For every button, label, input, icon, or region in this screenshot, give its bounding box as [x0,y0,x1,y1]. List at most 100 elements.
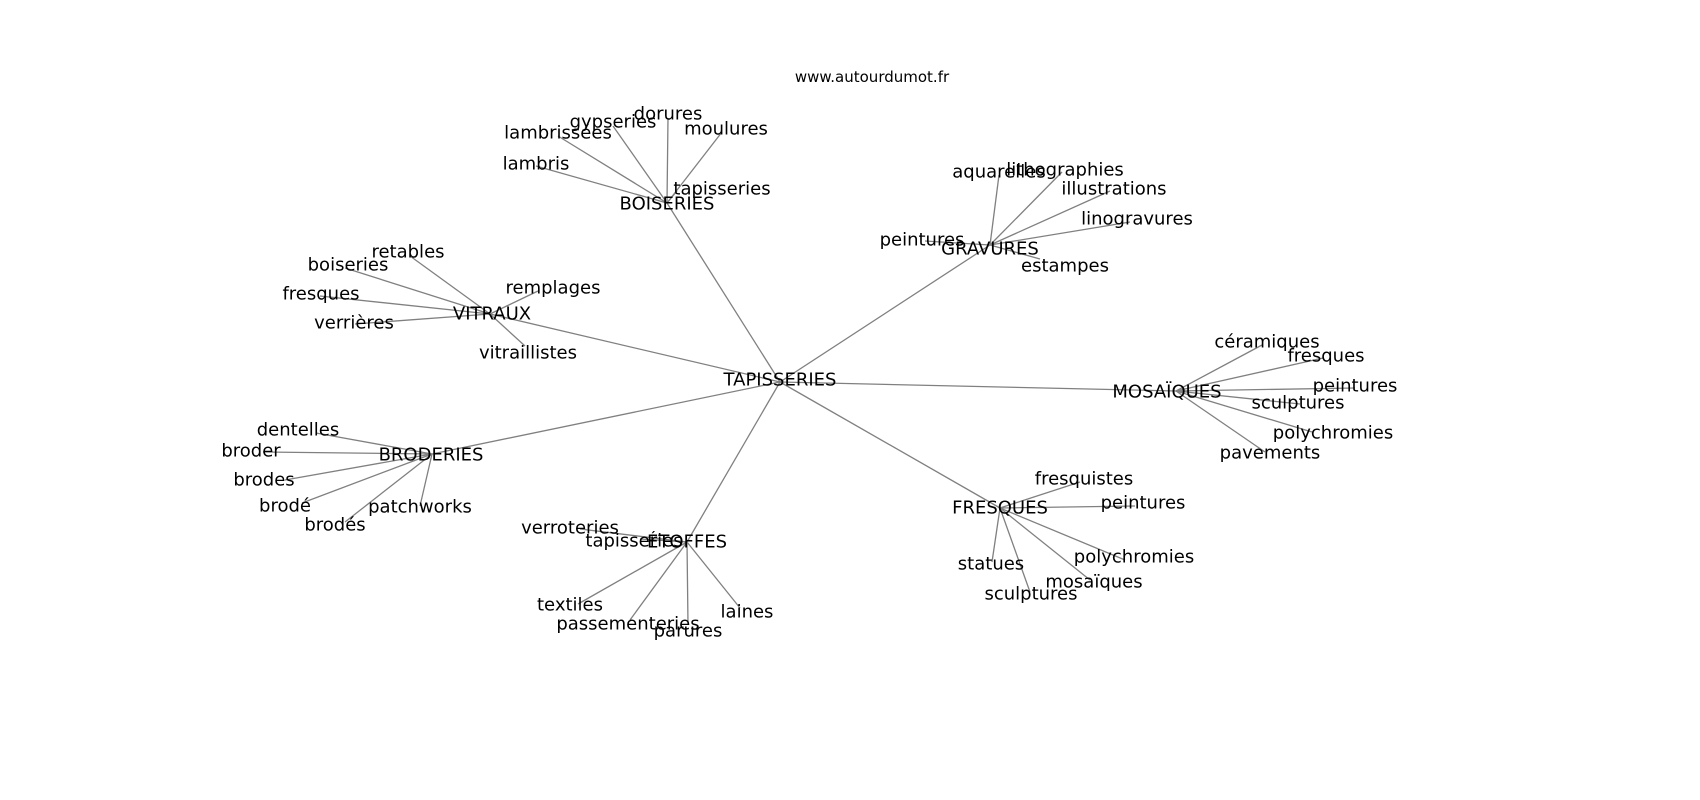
hub-node-label[interactable]: FRESQUES [952,498,1048,519]
hub-node-label[interactable]: VITRAUX [453,304,531,325]
leaf-node-label[interactable]: polychromies [1273,423,1393,444]
hub-node-label[interactable]: BOISERIES [620,194,715,215]
leaf-node-label[interactable]: illustrations [1061,179,1166,200]
edge-center-hub [489,313,781,383]
edge-hub-leaf [344,267,491,315]
edge-hub-leaf [579,528,688,543]
edge-hub-leaf [344,453,433,523]
edge-hub-leaf [686,541,741,609]
site-watermark: www.autourdumot.fr [795,68,950,86]
edge-hub-leaf [991,507,1001,563]
edge-hub-leaf [419,453,433,507]
edge-hub-leaf [629,541,688,621]
edge-hub-leaf [535,165,668,204]
graph-edges [262,117,1356,626]
leaf-node-label[interactable]: moulures [684,119,768,140]
graph-labels: www.autourdumot.fr TAPISSERIES BOISERIES l… [221,68,1397,642]
leaf-node-label[interactable]: vitraillistes [479,343,577,364]
leaf-node-label[interactable]: pavements [1220,443,1321,464]
edge-hub-leaf [999,505,1136,509]
edge-center-hub [666,202,781,383]
leaf-node-label[interactable]: brodes [233,470,294,491]
edge-center-hub [779,381,1177,392]
leaf-node-label[interactable]: fresques [1287,346,1364,367]
edge-hub-leaf [999,507,1031,593]
leaf-node-label[interactable]: patchworks [368,497,472,518]
edge-hub-leaf [924,240,991,246]
edge-center-hub [779,244,991,383]
edge-center-hub [686,381,781,543]
edge-hub-leaf [354,313,491,325]
leaf-node-label[interactable]: lambrissées [504,123,612,144]
leaf-node-label[interactable]: verroteries [521,518,619,539]
edge-hub-leaf [557,135,668,204]
leaf-node-label[interactable]: tapisseries [585,531,682,552]
edge-hub-leaf [315,432,433,455]
hub-node-label[interactable]: MOSAÏQUES [1112,382,1221,403]
edge-hub-leaf [999,507,1126,561]
leaf-node-label[interactable]: polychromies [1074,547,1194,568]
edge-hub-leaf [1175,344,1263,392]
hub-node-label[interactable]: BRODERIES [379,445,484,466]
leaf-node-label[interactable]: estampes [1021,256,1109,277]
edge-hub-leaf [999,481,1081,509]
leaf-node-label[interactable]: laines [721,602,774,623]
leaf-node-label[interactable]: linogravures [1081,209,1193,230]
leaf-node-label[interactable]: peintures [880,230,965,251]
leaf-node-label[interactable]: céramiques [1214,332,1319,353]
edge-hub-leaf [1175,357,1324,392]
leaf-node-label[interactable]: dorures [634,104,703,125]
edge-hub-leaf [989,244,1041,260]
edge-hub-leaf [319,295,491,315]
leaf-node-label[interactable]: lambris [503,154,570,175]
leaf-node-label[interactable]: fresques [282,284,359,305]
leaf-node-label[interactable]: lithographies [1006,160,1124,181]
edge-hub-leaf [489,290,539,315]
hub-node-label[interactable]: ÉTOFFES [647,531,727,553]
edge-hub-leaf [612,125,668,204]
leaf-node-label[interactable]: mosaïques [1045,572,1142,593]
leaf-node-label[interactable]: passementeries [556,614,699,635]
edge-hub-leaf [989,221,1131,246]
center-node-label[interactable]: TAPISSERIES [723,370,837,391]
leaf-node-label[interactable]: textiles [537,595,603,616]
leaf-node-label[interactable]: brodés [304,515,365,536]
edge-center-hub [431,381,781,455]
leaf-node-label[interactable]: sculptures [984,584,1077,605]
leaf-node-label[interactable]: brodé [259,496,311,517]
edge-hub-leaf [489,313,526,347]
leaf-node-label[interactable]: retables [371,242,444,263]
leaf-node-label[interactable]: sculptures [1251,393,1344,414]
edge-hub-leaf [989,171,1063,246]
edge-hub-leaf [666,190,678,204]
edge-hub-leaf [666,117,669,204]
edge-hub-leaf [999,507,1091,581]
leaf-node-label[interactable]: gypseries [570,112,657,133]
leaf-node-label[interactable]: aquarelles [952,162,1045,183]
leaf-node-label[interactable]: tapisseries [673,179,770,200]
leaf-node-label[interactable]: dentelles [257,420,340,441]
edge-hub-leaf [284,453,433,481]
leaf-node-label[interactable]: verrières [314,313,394,334]
edge-hub-leaf [639,538,688,543]
edge-hub-leaf [1175,390,1301,405]
leaf-node-label[interactable]: broder [221,441,281,462]
edge-hub-leaf [686,541,689,626]
leaf-node-label[interactable]: parures [654,621,723,642]
leaf-node-label[interactable]: boiseries [308,255,389,276]
leaf-node-label[interactable]: peintures [1313,376,1398,397]
leaf-node-label[interactable]: remplages [506,278,601,299]
edge-hub-leaf [989,174,1000,246]
hub-node-label[interactable]: GRAVURES [941,239,1039,260]
edge-hub-leaf [409,255,491,315]
edge-hub-leaf [301,453,433,504]
edge-hub-leaf [1175,390,1313,433]
leaf-node-label[interactable]: statues [958,554,1024,575]
leaf-node-label[interactable]: peintures [1101,493,1186,514]
edge-hub-leaf [577,541,688,605]
edge-hub-leaf [262,451,433,455]
leaf-node-label[interactable]: fresquistes [1035,469,1134,490]
edge-center-hub [779,381,1001,509]
edge-hub-leaf [1175,387,1356,392]
